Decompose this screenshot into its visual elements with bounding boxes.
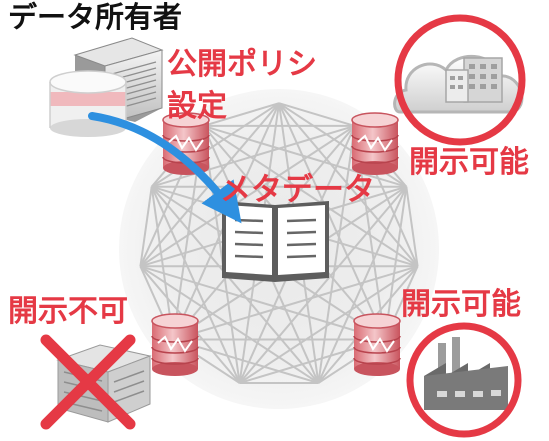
database-base xyxy=(152,362,198,376)
network-edge xyxy=(203,124,407,188)
network-edge xyxy=(383,186,408,340)
network-edge xyxy=(278,102,355,127)
database-top xyxy=(151,313,199,329)
database-line-graph xyxy=(168,134,204,152)
database-node-bottom-right xyxy=(353,313,401,376)
database-line-graph xyxy=(157,335,193,353)
network-edge xyxy=(203,102,280,127)
allowed-circle-cloud xyxy=(394,14,526,146)
database-ring xyxy=(151,357,199,365)
database-node-bottom-left xyxy=(151,313,199,376)
database-base xyxy=(352,161,398,175)
building-icon xyxy=(56,344,152,423)
cloud-building-icon xyxy=(393,55,524,114)
disclosable-label-cloud: 開示可能 xyxy=(409,145,529,180)
database-ring xyxy=(353,346,401,354)
network-edge xyxy=(317,186,408,384)
database-base xyxy=(354,362,400,376)
factory-icon xyxy=(424,337,508,410)
database-ring xyxy=(351,145,399,153)
network-edge xyxy=(150,186,241,384)
not-disclosable-label: 開示不可 xyxy=(8,294,128,329)
database-line-graph xyxy=(359,335,395,353)
network-edge xyxy=(278,102,419,267)
network-edge xyxy=(405,186,419,267)
database-ring xyxy=(351,156,399,164)
network-edge xyxy=(150,186,320,384)
database-node-top-right xyxy=(351,112,399,175)
policy-label-line2: 設定 xyxy=(167,89,227,124)
database-ring xyxy=(151,346,199,354)
policy-arrow xyxy=(88,112,242,224)
data-owner-label: データ所有者 xyxy=(8,0,183,34)
deny-cross-icon xyxy=(40,334,136,430)
database-top xyxy=(351,112,399,128)
open-book-icon xyxy=(222,201,329,282)
policy-label-line1: 公開ポリシ xyxy=(167,47,317,82)
metadata-label: メタデータ xyxy=(220,172,375,208)
allowed-circle-factory xyxy=(406,322,522,438)
database-line-graph xyxy=(357,134,393,152)
network-edge xyxy=(151,124,355,188)
database-top xyxy=(162,112,210,128)
network-edge xyxy=(139,265,319,384)
network-edge xyxy=(202,125,419,268)
network-edge xyxy=(239,265,419,384)
database-ring xyxy=(353,357,401,365)
network-edge xyxy=(202,125,241,384)
network-edge xyxy=(139,186,153,267)
disclosable-label-factory: 開示可能 xyxy=(401,287,521,322)
database-top xyxy=(353,313,401,329)
